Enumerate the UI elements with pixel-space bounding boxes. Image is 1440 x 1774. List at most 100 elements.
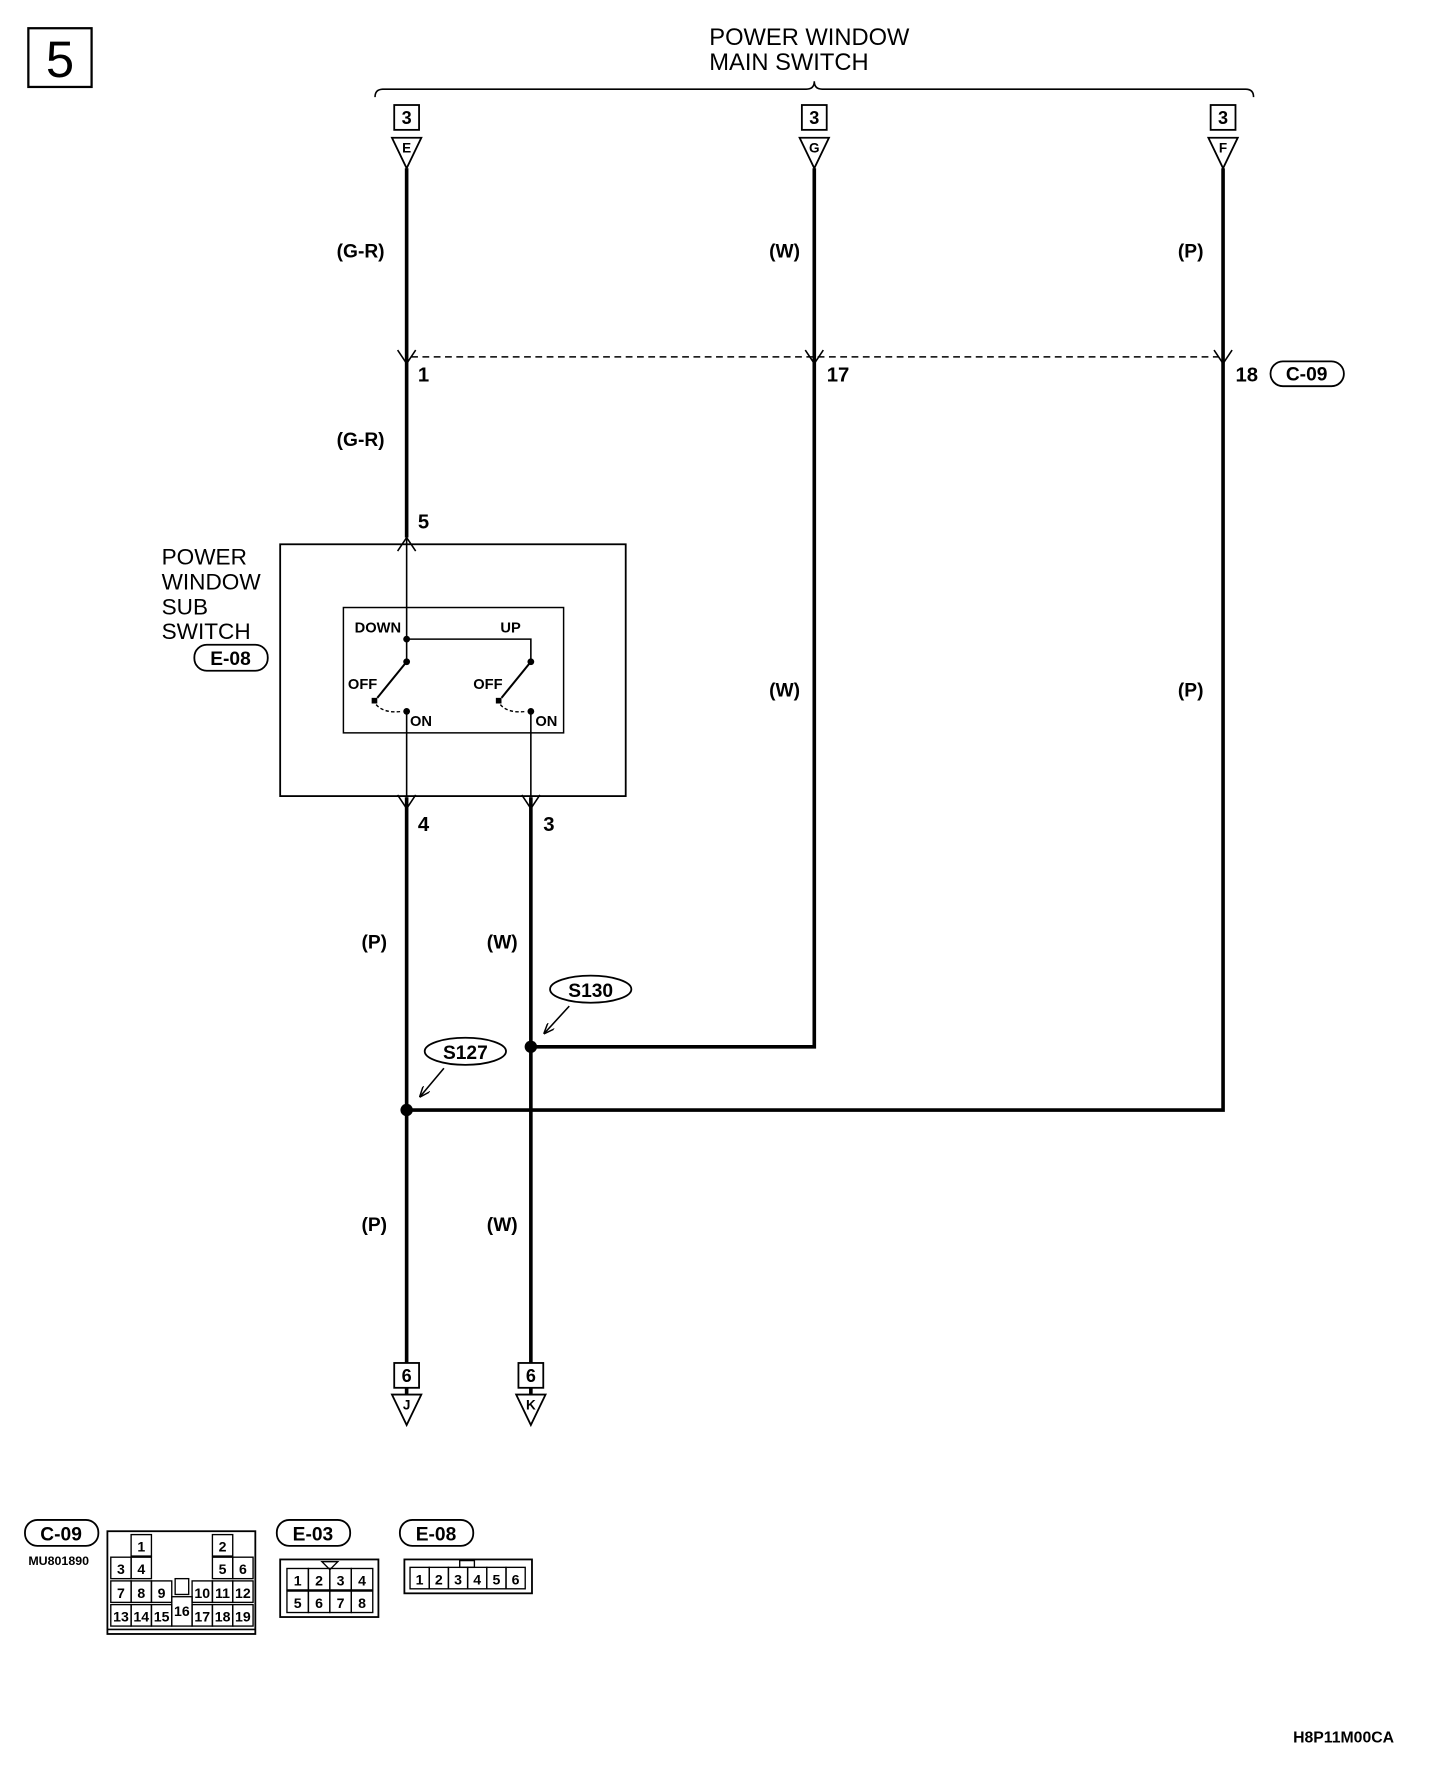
- wire-color-pin4-lower: (P): [361, 1215, 387, 1236]
- e03-pin-cell: [350, 1590, 374, 1614]
- splice-s127-dot: [400, 1103, 413, 1117]
- e08-pin-number: 5: [492, 1571, 500, 1587]
- from-connector-sheet-box: [1209, 104, 1237, 131]
- down-label: DOWN: [355, 620, 401, 636]
- sheet-number-frame: [27, 27, 93, 89]
- splice-s127: S127: [400, 1036, 507, 1117]
- from-connector-terminal: E: [402, 140, 411, 155]
- c09-pin-cell: [232, 1580, 254, 1604]
- connector-view-e03-id: E-03: [293, 1524, 334, 1545]
- sub-switch-pin-5: 5: [418, 511, 429, 533]
- down-switch-travel-arc: [375, 704, 403, 713]
- c09-pin-cell: [130, 1533, 153, 1557]
- e08-key: [459, 1559, 476, 1569]
- splice-s130-pointer: [544, 1005, 570, 1033]
- up-switch-blade: [500, 661, 532, 699]
- c09-pin-number: 2: [219, 1539, 227, 1555]
- main-switch-brace: [374, 81, 1255, 98]
- from-connector-terminal: F: [1219, 140, 1227, 155]
- from-connector-sheet: 3: [809, 108, 819, 128]
- connector-c09-pin-18: 18: [1235, 365, 1258, 387]
- c09-pin-number: 6: [239, 1561, 247, 1577]
- to-connector-arrow: [390, 1393, 423, 1428]
- connector-view-e08: E-08 1 2 3 4 5 6: [398, 1519, 533, 1595]
- sub-switch-label-line3: SUB: [162, 594, 208, 619]
- from-connector-e: 3 E: [390, 104, 423, 171]
- c09-pin-number: 3: [117, 1561, 125, 1577]
- up-switch-off-label: OFF: [473, 677, 502, 693]
- from-connector-sheet-box: [393, 104, 420, 131]
- c09-pin-number: 13: [113, 1609, 129, 1625]
- power-window-sub-switch: POWER WINDOW SUB SWITCH E-08 5 DOWN UP O…: [162, 511, 627, 836]
- from-connector-arrow: [390, 136, 423, 171]
- sub-switch-label-line4: SWITCH: [162, 619, 251, 644]
- c09-key: [174, 1577, 190, 1596]
- switch-junction-dot: [403, 635, 411, 643]
- e08-pin-number: 3: [454, 1571, 462, 1587]
- wire-color-pin3-lower: (W): [487, 1215, 518, 1236]
- splice-s127-pointer: [420, 1067, 445, 1096]
- c09-pin-cell: [232, 1603, 254, 1627]
- c09-pin-number: 11: [215, 1585, 230, 1601]
- main-switch-label-line2: MAIN SWITCH: [709, 50, 868, 76]
- sub-switch-inner-frame: [342, 606, 565, 734]
- splice-s127-label: S127: [443, 1043, 488, 1064]
- splice-s130: S130: [524, 974, 633, 1053]
- sub-switch-internal-outputs: [405, 711, 532, 798]
- c09-pin-number: 5: [219, 1561, 227, 1577]
- c09-pin-number: 1: [137, 1539, 145, 1555]
- c09-pin-number: 9: [158, 1585, 166, 1601]
- to-connector-k: 6 K: [514, 1362, 547, 1428]
- connector-view-c09-id: C-09: [40, 1524, 82, 1545]
- c09-pin-number: 12: [235, 1585, 251, 1601]
- connector-view-c09-badge: [24, 1519, 100, 1547]
- c09-pin-number: 19: [235, 1609, 251, 1625]
- connector-pin-chevron: [804, 349, 824, 366]
- sub-switch-connector-badge: [193, 643, 269, 672]
- connector-view-e08-badge: [398, 1519, 475, 1547]
- to-connector-arrow: [514, 1393, 547, 1428]
- to-connector-sheet: 6: [526, 1366, 536, 1386]
- wire-color-left-middle: (G-R): [337, 430, 385, 451]
- connector-c09-badge: [1269, 360, 1345, 388]
- up-label: UP: [500, 620, 521, 636]
- pin4-chevron: [396, 794, 417, 810]
- sub-switch-connector-id: E-08: [210, 649, 251, 670]
- to-connector-sheet-box: [517, 1362, 545, 1389]
- splice-s130-label: S130: [568, 981, 613, 1002]
- connector-c09-pin-1: 1: [418, 365, 429, 387]
- wire-color-right-middle: (P): [1178, 681, 1204, 702]
- to-connector-j: 6 J: [390, 1362, 423, 1428]
- from-connector-sheet-box: [800, 104, 828, 131]
- e03-pin-cell: [350, 1567, 374, 1591]
- sheet-number: 5: [46, 31, 74, 88]
- sub-switch-internal-feed: [405, 537, 532, 662]
- e03-pin-number: 6: [315, 1595, 323, 1611]
- e03-key: [320, 1561, 340, 1571]
- c09-pin-cell: [130, 1556, 153, 1580]
- connector-pin-chevron: [396, 349, 417, 366]
- to-connector-terminal: J: [403, 1397, 411, 1412]
- diagram-code: H8P11M00CA: [1293, 1729, 1394, 1746]
- from-connector-arrow: [798, 136, 831, 171]
- from-connector-arrow: [1206, 136, 1240, 171]
- wire-color-right-upper: (P): [1178, 241, 1204, 262]
- sub-switch-label-line1: POWER: [162, 545, 247, 570]
- up-switch-travel-arc: [499, 704, 527, 713]
- sub-switch-label-line2: WINDOW: [162, 569, 262, 594]
- e03-pin-number: 2: [315, 1572, 323, 1588]
- sub-switch-outer-frame: [279, 543, 627, 798]
- c09-pin-number: 7: [117, 1585, 125, 1601]
- from-connector-sheet: 3: [1218, 108, 1228, 128]
- sub-switch-pin-4: 4: [418, 814, 430, 836]
- from-connector-g: 3 G: [798, 104, 831, 171]
- e08-pin-number: 6: [512, 1571, 520, 1587]
- connector-view-c09-part-number: MU801890: [28, 1554, 89, 1568]
- connector-view-e03: E-03 1 2 3 4 5 6 7 8: [275, 1519, 380, 1618]
- splice-s127-badge: [423, 1036, 507, 1066]
- from-connector-f: 3 F: [1206, 104, 1240, 171]
- main-switch-label: POWER WINDOW MAIN SWITCH: [374, 25, 1255, 98]
- connector-c09-pin-17: 17: [827, 365, 850, 387]
- from-connector-sheet: 3: [402, 108, 412, 128]
- e03-pin-number: 7: [337, 1595, 345, 1611]
